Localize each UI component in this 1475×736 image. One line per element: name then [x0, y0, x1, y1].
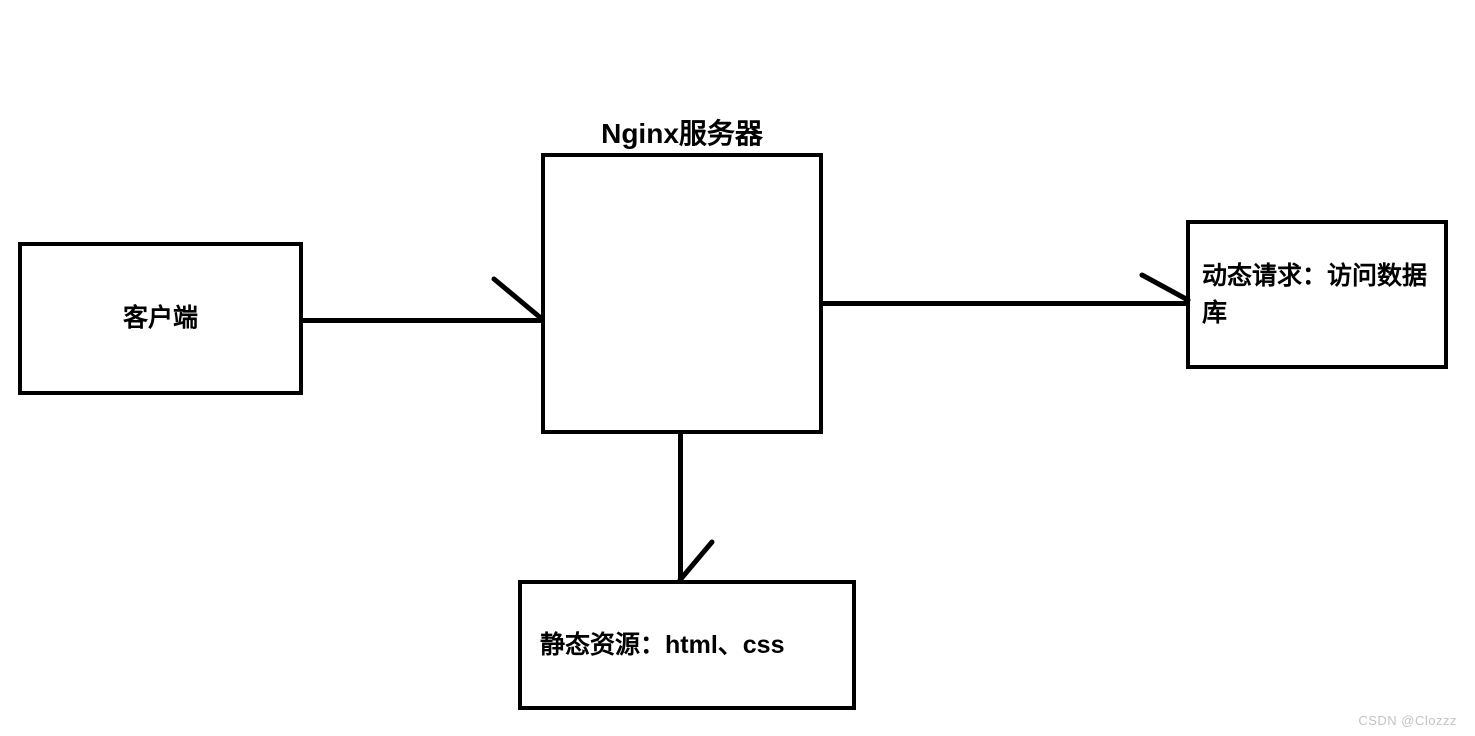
arrowhead-client-to-nginx-icon	[491, 276, 545, 322]
arrowhead-nginx-to-dynamic-request-icon	[1139, 272, 1191, 303]
node-client-label: 客户端	[122, 304, 198, 333]
edge-nginx-to-static-resource	[678, 432, 683, 582]
node-static-resource[interactable]: 静态资源：html、css	[518, 580, 856, 710]
nginx-server-title: Nginx服务器	[601, 118, 763, 149]
node-static-resource-label: 静态资源：html、css	[540, 630, 785, 659]
node-dynamic-request[interactable]: 动态请求：访问数据库	[1186, 220, 1448, 369]
node-client[interactable]: 客户端	[18, 242, 303, 395]
node-nginx-server[interactable]	[541, 153, 823, 434]
csdn-watermark: CSDN @Clozzz	[1358, 713, 1457, 728]
edge-client-to-nginx	[302, 318, 543, 323]
edge-nginx-to-dynamic-request	[821, 301, 1188, 306]
node-dynamic-request-label: 动态请求：访问数据库	[1202, 262, 1428, 327]
arrowhead-nginx-to-static-resource-icon	[677, 539, 715, 583]
